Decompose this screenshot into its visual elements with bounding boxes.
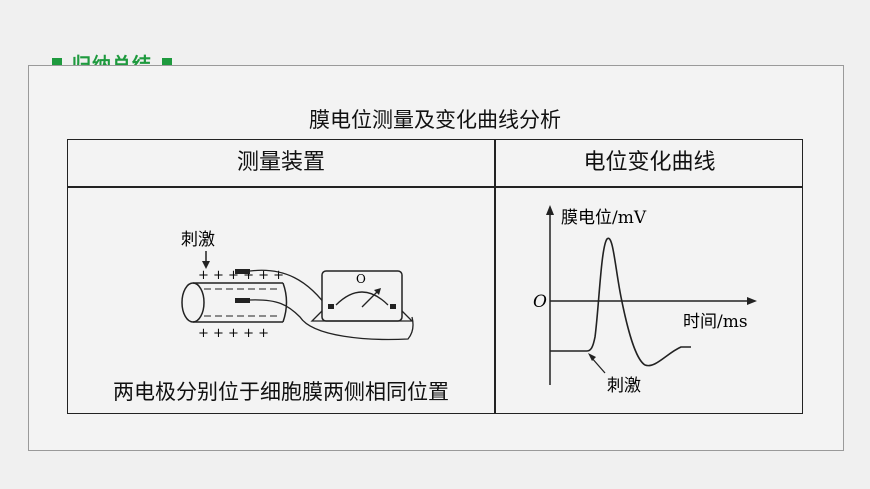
outer-electrode xyxy=(235,269,250,274)
origin-label: O xyxy=(533,292,547,312)
meter-dial xyxy=(335,291,389,306)
meter-needle-head xyxy=(374,288,381,295)
x-axis-label: 时间/ms xyxy=(683,312,748,332)
header-potential-curve: 电位变化曲线 xyxy=(583,150,716,175)
content-frame xyxy=(28,65,844,451)
apparatus-stimulus-label: 刺激 xyxy=(181,230,215,250)
nerve-fiber-end xyxy=(181,282,205,323)
meter-needle xyxy=(361,290,379,308)
potential-graph: 膜电位/mV 时间/ms O 刺激 xyxy=(533,205,757,396)
header-measurement-device: 测量装置 xyxy=(236,150,325,175)
apparatus-diagram: 刺激 + + + + + + + + + + + O xyxy=(181,230,414,341)
table-caption: 膜电位测量及变化曲线分析 xyxy=(309,108,561,132)
header-bullet-right xyxy=(162,58,173,68)
graph-stimulus-arrowhead xyxy=(588,353,596,361)
header-row-divider xyxy=(68,186,802,188)
top-charges: + + + + + + xyxy=(198,268,284,283)
column-divider xyxy=(494,140,496,413)
meter-zero-label: O xyxy=(356,272,366,286)
graph-stimulus-pointer xyxy=(590,356,606,374)
y-axis-arrow xyxy=(546,205,554,215)
apparatus-description: 两电极分别位于细胞膜两侧相同位置 xyxy=(113,380,449,404)
nerve-fiber-right-end xyxy=(282,282,288,323)
terminal-left xyxy=(328,304,334,309)
wire-inner xyxy=(249,299,414,341)
x-axis-arrow xyxy=(747,297,757,305)
stimulus-arrowhead xyxy=(202,261,210,269)
bottom-charges: + + + + + xyxy=(198,326,269,341)
galvanometer-base xyxy=(310,310,414,322)
analysis-table: 测量装置 电位变化曲线 刺激 + + + + + + + + + + + O 两… xyxy=(67,139,803,414)
y-axis-label: 膜电位/mV xyxy=(561,208,647,228)
nerve-fiber xyxy=(193,282,283,323)
terminal-right xyxy=(390,304,396,309)
header-bullet-left xyxy=(52,58,62,68)
graph-stimulus-label: 刺激 xyxy=(607,376,641,396)
inner-electrode xyxy=(235,298,250,303)
action-potential-curve xyxy=(550,237,691,367)
